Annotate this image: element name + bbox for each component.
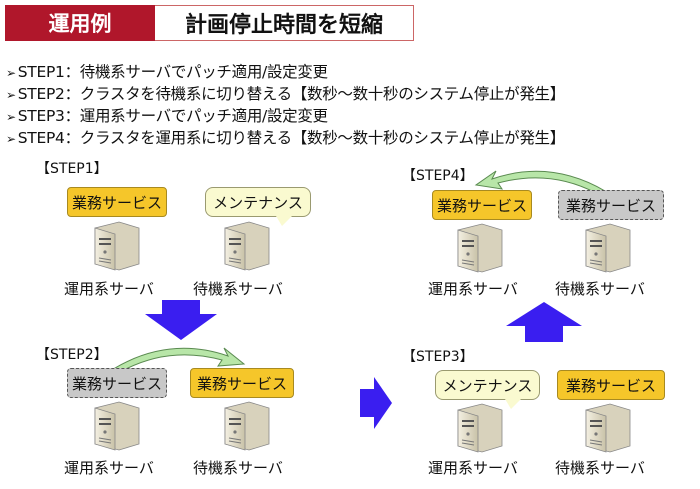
service-box-active: 業務サービス <box>190 368 294 398</box>
switch-arrow-icon <box>113 347 246 370</box>
server-icon <box>223 400 271 452</box>
service-box-inactive: 業務サービス <box>558 190 664 220</box>
service-box-active: 業務サービス <box>557 370 665 400</box>
arrow-bullet-icon: ➢ <box>6 88 16 102</box>
server-icon <box>93 400 141 452</box>
standby-server-label: 待機系サーバ <box>193 459 283 477</box>
primary-server-label: 運用系サーバ <box>64 280 154 298</box>
arrow-bullet-icon: ➢ <box>6 66 16 80</box>
server-icon <box>584 402 632 454</box>
standby-server-label: 待機系サーバ <box>555 459 645 477</box>
primary-server-label: 運用系サーバ <box>428 459 518 477</box>
primary-server-label: 運用系サーバ <box>428 280 518 298</box>
arrow-bullet-icon: ➢ <box>6 110 16 124</box>
step1-label: 【STEP1】 <box>36 161 108 177</box>
arrow-bullet-icon: ➢ <box>6 132 16 146</box>
bullet-step2: ➢STEP2：クラスタを待機系に切り替える【数秒～数十秒のシステム停止が発生】 <box>6 82 565 104</box>
service-box-inactive: 業務サービス <box>67 368 167 398</box>
bullet-step4: ➢STEP4：クラスタを運用系に切り替える【数秒～数十秒のシステム停止が発生】 <box>6 126 565 148</box>
service-box-active: 業務サービス <box>432 190 532 220</box>
bullet-step3: ➢STEP3：運用系サーバでパッチ適用/設定変更 <box>6 104 328 126</box>
header-title: 計画停止時間を短縮 <box>155 5 414 41</box>
step3-label: 【STEP3】 <box>402 349 474 365</box>
maintenance-bubble: メンテナンス <box>205 187 311 226</box>
service-box-active: 業務サービス <box>67 187 167 217</box>
server-icon <box>584 222 632 274</box>
primary-server-label: 運用系サーバ <box>64 459 154 477</box>
maintenance-bubble: メンテナンス <box>435 370 540 409</box>
bullet-text: STEP2：クラスタを待機系に切り替える【数秒～数十秒のシステム停止が発生】 <box>17 85 565 103</box>
step2-label: 【STEP2】 <box>36 347 108 363</box>
server-icon <box>456 402 504 454</box>
bullet-text: STEP1：待機系サーバでパッチ適用/設定変更 <box>17 63 328 81</box>
bullet-text: STEP3：運用系サーバでパッチ適用/設定変更 <box>17 107 328 125</box>
header-tag: 運用例 <box>5 5 155 41</box>
standby-server-label: 待機系サーバ <box>193 280 283 298</box>
step4-label: 【STEP4】 <box>402 168 474 184</box>
switch-back-arrow-icon <box>474 170 607 193</box>
up-arrow-icon <box>506 302 582 342</box>
standby-server-label: 待機系サーバ <box>555 280 645 298</box>
server-icon <box>223 220 271 272</box>
down-arrow-icon <box>145 300 217 340</box>
right-arrow-icon <box>360 377 392 429</box>
server-icon <box>456 222 504 274</box>
bullet-step1: ➢STEP1：待機系サーバでパッチ適用/設定変更 <box>6 60 328 82</box>
server-icon <box>93 220 141 272</box>
bullet-text: STEP4：クラスタを運用系に切り替える【数秒～数十秒のシステム停止が発生】 <box>17 129 565 147</box>
